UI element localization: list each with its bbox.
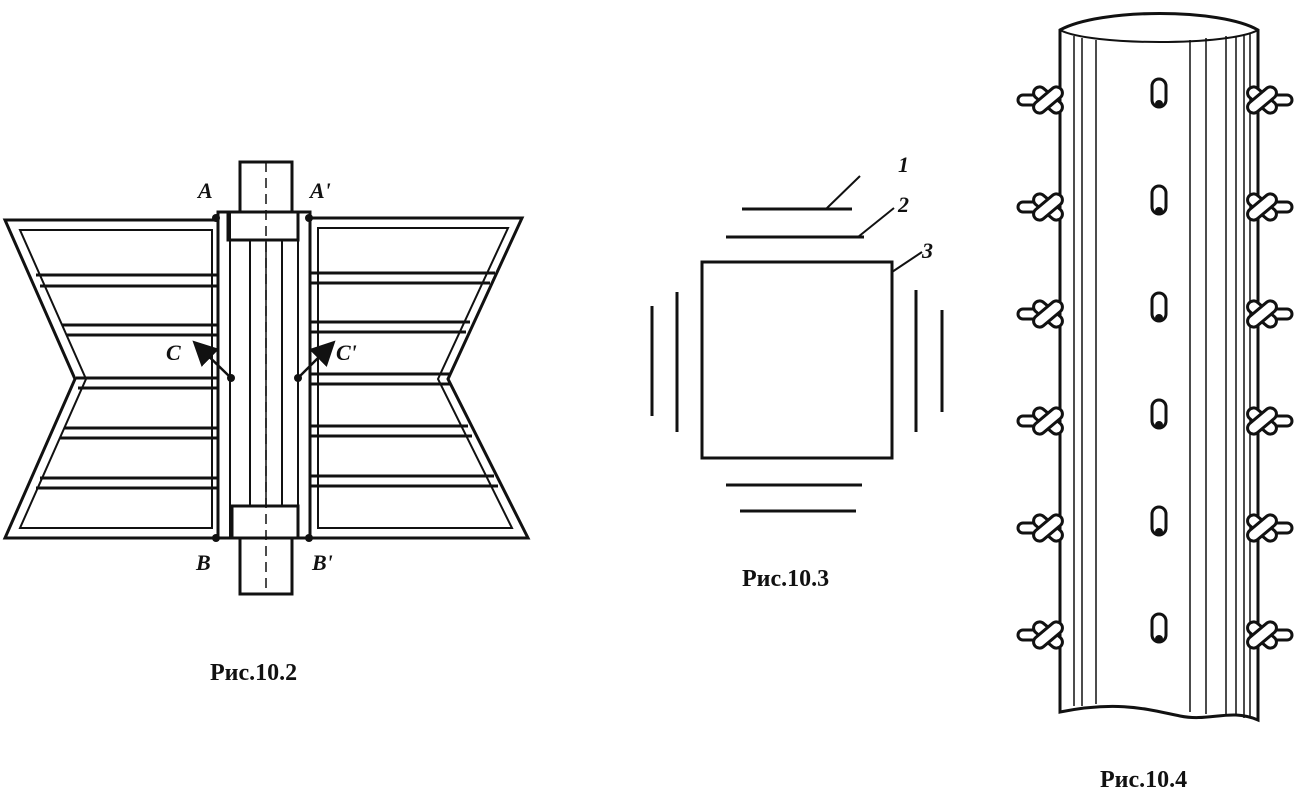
wing-nut-blade (1032, 620, 1064, 650)
wing-nut-left (1016, 192, 1064, 222)
label-c: C (166, 340, 181, 365)
left-slats (36, 273, 218, 490)
figure-10-2: A A' B B' C C' Рис.10.2 (2, 160, 531, 686)
figure-10-4: Рис.10.4 (1016, 12, 1294, 793)
wing-nut-left (1016, 299, 1064, 329)
label-2: 2 (897, 192, 909, 217)
keyhole-slot (1150, 184, 1168, 216)
arrow-c-prime (299, 340, 336, 377)
wing-nut-right (1246, 192, 1294, 222)
caption-fig-10-2: Рис.10.2 (210, 660, 297, 686)
wing-nut-blade (1246, 406, 1278, 436)
arrow-c (192, 340, 230, 377)
tube-shading-lines (1073, 34, 1251, 718)
label-3: 3 (921, 238, 933, 263)
wing-nut-left (1016, 513, 1064, 543)
leader-3 (891, 251, 923, 273)
right-panel-inner (317, 227, 514, 529)
right-panel-outer (308, 216, 531, 540)
label-a-prime: A' (308, 178, 331, 203)
caption-fig-10-3: Рис.10.3 (742, 566, 829, 592)
label-1: 1 (898, 152, 909, 177)
label-b: B (195, 550, 211, 575)
left-panel-outer (2, 218, 220, 540)
keyhole-slot (1150, 398, 1168, 430)
wing-nut-blade (1246, 299, 1278, 329)
figure-10-3: 1 2 3 Рис.10.3 (650, 152, 944, 592)
keyhole-dot (1155, 100, 1163, 108)
keyhole-slot (1150, 505, 1168, 537)
label-b-prime: B' (311, 550, 333, 575)
label-a: A (196, 178, 213, 203)
wing-nut-blade (1032, 406, 1064, 436)
keyhole-slot (1150, 612, 1168, 644)
label-c-prime: C' (336, 340, 357, 365)
left-panel-inner (18, 229, 213, 529)
wing-nut-blade (1246, 192, 1278, 222)
wing-nut-blade (1032, 513, 1064, 543)
wing-nut-blade (1246, 85, 1278, 115)
wing-nut-blade (1032, 299, 1064, 329)
cap-bottom (230, 504, 300, 540)
keyhole-slot (1150, 291, 1168, 323)
leader-2 (857, 207, 895, 238)
tube-fittings (1016, 77, 1294, 650)
wing-nut-right (1246, 513, 1294, 543)
keyhole-dot (1155, 421, 1163, 429)
wing-nut-blade (1246, 620, 1278, 650)
tube-top-ellipse (1059, 29, 1259, 43)
wing-nut-left (1016, 406, 1064, 436)
wing-nut-right (1246, 620, 1294, 650)
column-inner (229, 211, 299, 539)
leader-1 (825, 175, 861, 210)
caption-fig-10-4: Рис.10.4 (1100, 767, 1187, 793)
point-a-prime (305, 214, 313, 222)
tube-body (1058, 12, 1260, 723)
wing-nut-left (1016, 620, 1064, 650)
keyhole-dot (1155, 528, 1163, 536)
wing-nut-left (1016, 85, 1064, 115)
wing-nut-blade (1246, 513, 1278, 543)
wing-nut-right (1246, 406, 1294, 436)
point-a (212, 214, 220, 222)
right-slats (310, 271, 498, 488)
wing-nut-blade (1032, 192, 1064, 222)
keyhole-dot (1155, 314, 1163, 322)
wing-nut-blade (1032, 85, 1064, 115)
wing-nut-right (1246, 85, 1294, 115)
keyhole-dot (1155, 635, 1163, 643)
point-b (212, 534, 220, 542)
keyhole-slot (1150, 77, 1168, 109)
wing-nut-right (1246, 299, 1294, 329)
center-square (700, 260, 894, 460)
point-b-prime (305, 534, 313, 542)
cap-top (226, 210, 300, 242)
keyhole-dot (1155, 207, 1163, 215)
